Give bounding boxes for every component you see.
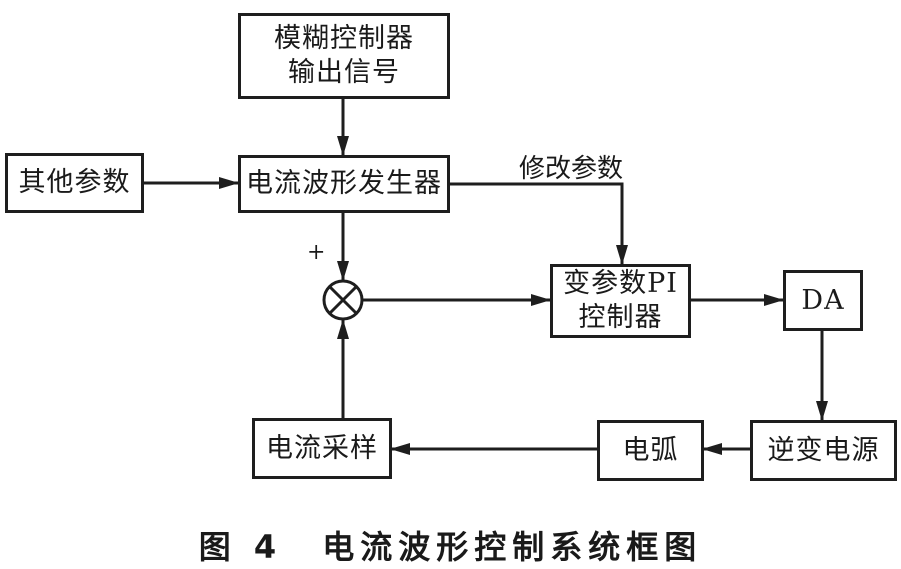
block-label-line: 逆变电源 — [767, 434, 880, 466]
block-label-line: DA — [801, 284, 845, 316]
figure-title: 电流波形控制系统框图 — [322, 528, 703, 566]
block-arc: 电弧 — [597, 420, 704, 481]
block-label-line: 模糊控制器 — [274, 23, 414, 54]
block-label-line: 输出信号 — [288, 57, 400, 88]
block-pi-controller: 变参数PI 控制器 — [550, 264, 691, 338]
figure-caption: 图 4 电流波形控制系统框图 — [0, 522, 901, 568]
block-label-line: 电流波形发生器 — [246, 168, 442, 199]
block-other-params: 其他参数 — [5, 153, 144, 213]
block-label-line: 其他参数 — [18, 167, 131, 198]
edge-generator-to-pi — [449, 182, 628, 265]
plus-sign: + — [307, 240, 326, 265]
block-current-sampling: 电流采样 — [252, 418, 392, 479]
figure-number: 图 4 — [198, 528, 283, 566]
modify-params-label: 修改参数 — [519, 154, 624, 184]
block-waveform-generator: 电流波形发生器 — [238, 155, 450, 213]
summing-junction — [322, 279, 364, 321]
block-fuzzy-output: 模糊控制器 输出信号 — [238, 13, 450, 99]
block-label-line: 电弧 — [622, 434, 679, 466]
block-label-line: 控制器 — [578, 302, 663, 333]
block-label-line: 电流采样 — [266, 432, 378, 464]
block-inverter: 逆变电源 — [750, 420, 897, 481]
block-da: DA — [783, 270, 863, 331]
block-label-line: 变参数PI — [563, 268, 678, 299]
